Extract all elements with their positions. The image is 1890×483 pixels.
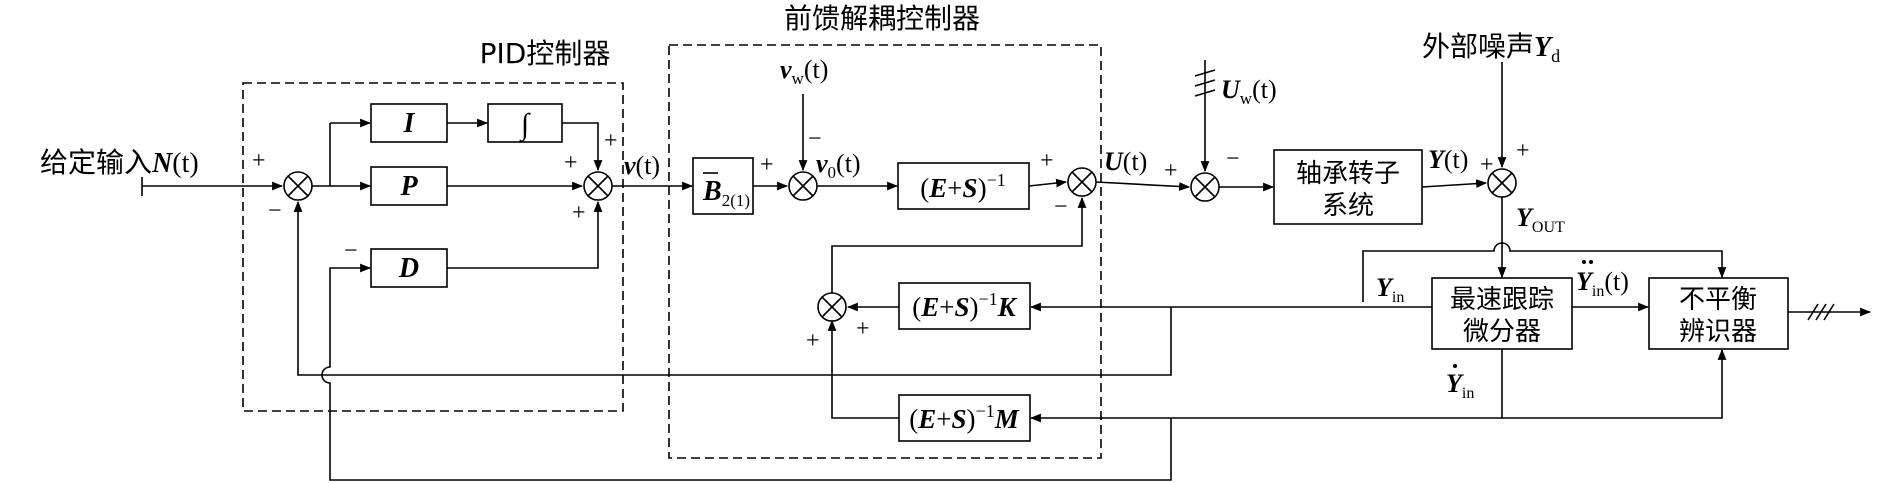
sign-plus-s4-left: + <box>1040 148 1054 174</box>
proportional-gain-label: P <box>399 171 418 202</box>
sign-plus-s2-left: + <box>564 150 578 176</box>
yout-label: YOUT <box>1516 203 1565 236</box>
v-signal-label: v(t) <box>624 151 660 180</box>
identifier-output-hatch <box>1807 303 1835 321</box>
u-signal-label: U(t) <box>1104 147 1147 176</box>
y-signal-line <box>1421 179 1488 189</box>
vw-signal-label: vw(t) <box>780 55 828 88</box>
sign-minus-s1: − <box>268 198 282 224</box>
yin-pid-feedback-line <box>293 200 1172 376</box>
bearing-rotor-system-line1: 轴承转子 <box>1296 159 1400 189</box>
sign-plus-s2-bottom: + <box>572 200 586 226</box>
summing-junction-s3 <box>788 171 818 201</box>
summing-junction-s6 <box>1487 168 1517 198</box>
input-label: 给定输入N(t) <box>40 146 199 179</box>
decoupling-controller-frame <box>668 44 1102 459</box>
summing-junction-s5 <box>1190 172 1220 202</box>
v0-signal-label: v0(t) <box>816 149 861 182</box>
sign-minus-s4-bottom: − <box>1054 194 1068 220</box>
noise-label: 外部噪声Yd <box>1422 30 1560 66</box>
sign-minus-d-input: − <box>344 238 358 264</box>
summing-junction-s4 <box>1067 167 1097 197</box>
derivative-gain-label: D <box>398 253 419 284</box>
summing-junction-s2 <box>583 171 613 201</box>
summing-junction-s1 <box>283 171 313 201</box>
summing-junction-s7 <box>817 292 847 322</box>
y-signal-label: Y(t) <box>1428 145 1468 174</box>
pid-controller-frame <box>242 82 624 412</box>
yin-label: Yin <box>1376 273 1404 306</box>
unbalance-identifier-block <box>1648 277 1789 350</box>
yin-ddot-label: Yin(t) <box>1576 267 1629 300</box>
inverse-es-m-block <box>898 394 1031 442</box>
pid-controller-title: PID控制器 <box>480 37 611 70</box>
tracking-differentiator-block <box>1431 277 1573 350</box>
sign-plus-s6-top: + <box>1516 138 1530 164</box>
sign-plus-s2-top: + <box>604 128 618 154</box>
yin-dot-dot <box>1453 364 1457 368</box>
sign-plus-s5: + <box>1164 158 1178 184</box>
uw-hatch <box>1194 69 1216 97</box>
inverse-es-m-label: (E+S)−1M <box>909 401 1019 434</box>
bearing-rotor-system-line2: 系统 <box>1322 191 1374 221</box>
b-matrix-block <box>692 157 754 215</box>
sign-plus-s7-bottom: + <box>806 328 820 354</box>
sign-plus-s6-left: + <box>1480 152 1494 178</box>
unbalance-identifier-line1: 不平衡 <box>1679 285 1757 315</box>
inverse-es-k-block <box>898 282 1031 330</box>
unbalance-identifier-line2: 辨识器 <box>1679 317 1757 347</box>
decoupling-controller-title: 前馈解耦控制器 <box>784 2 980 35</box>
yout-branch-line <box>1362 242 1727 302</box>
sign-plus-s3: + <box>760 152 774 178</box>
inverse-es-label: (E+S)−1 <box>920 170 1005 203</box>
yin-dot-pid-feedback-line <box>321 263 1172 481</box>
tracking-differentiator-line1: 最速跟踪 <box>1450 285 1554 315</box>
tracking-differentiator-line2: 微分器 <box>1463 317 1541 347</box>
yin-ddot-dot-2 <box>1589 260 1593 264</box>
inverse-es-k-label: (E+S)−1K <box>912 289 1017 322</box>
integral-gain-label: I <box>403 108 416 139</box>
inverse-es-block <box>897 162 1030 210</box>
uw-signal-label: Uw(t) <box>1221 75 1277 108</box>
sign-plus-s7-right: + <box>856 316 870 342</box>
sign-minus-s3: − <box>808 126 822 152</box>
sign-minus-s5: − <box>1226 146 1240 172</box>
integrator-symbol: ∫ <box>519 108 531 143</box>
yin-ddot-dot-1 <box>1582 260 1586 264</box>
b-matrix-label: B2(1) <box>702 176 750 210</box>
sign-plus-s1: + <box>252 148 266 174</box>
yin-dot-label: Yin <box>1446 369 1474 402</box>
u-signal-line <box>1095 181 1191 191</box>
yin-dot-line-to-identifier <box>1501 348 1727 419</box>
